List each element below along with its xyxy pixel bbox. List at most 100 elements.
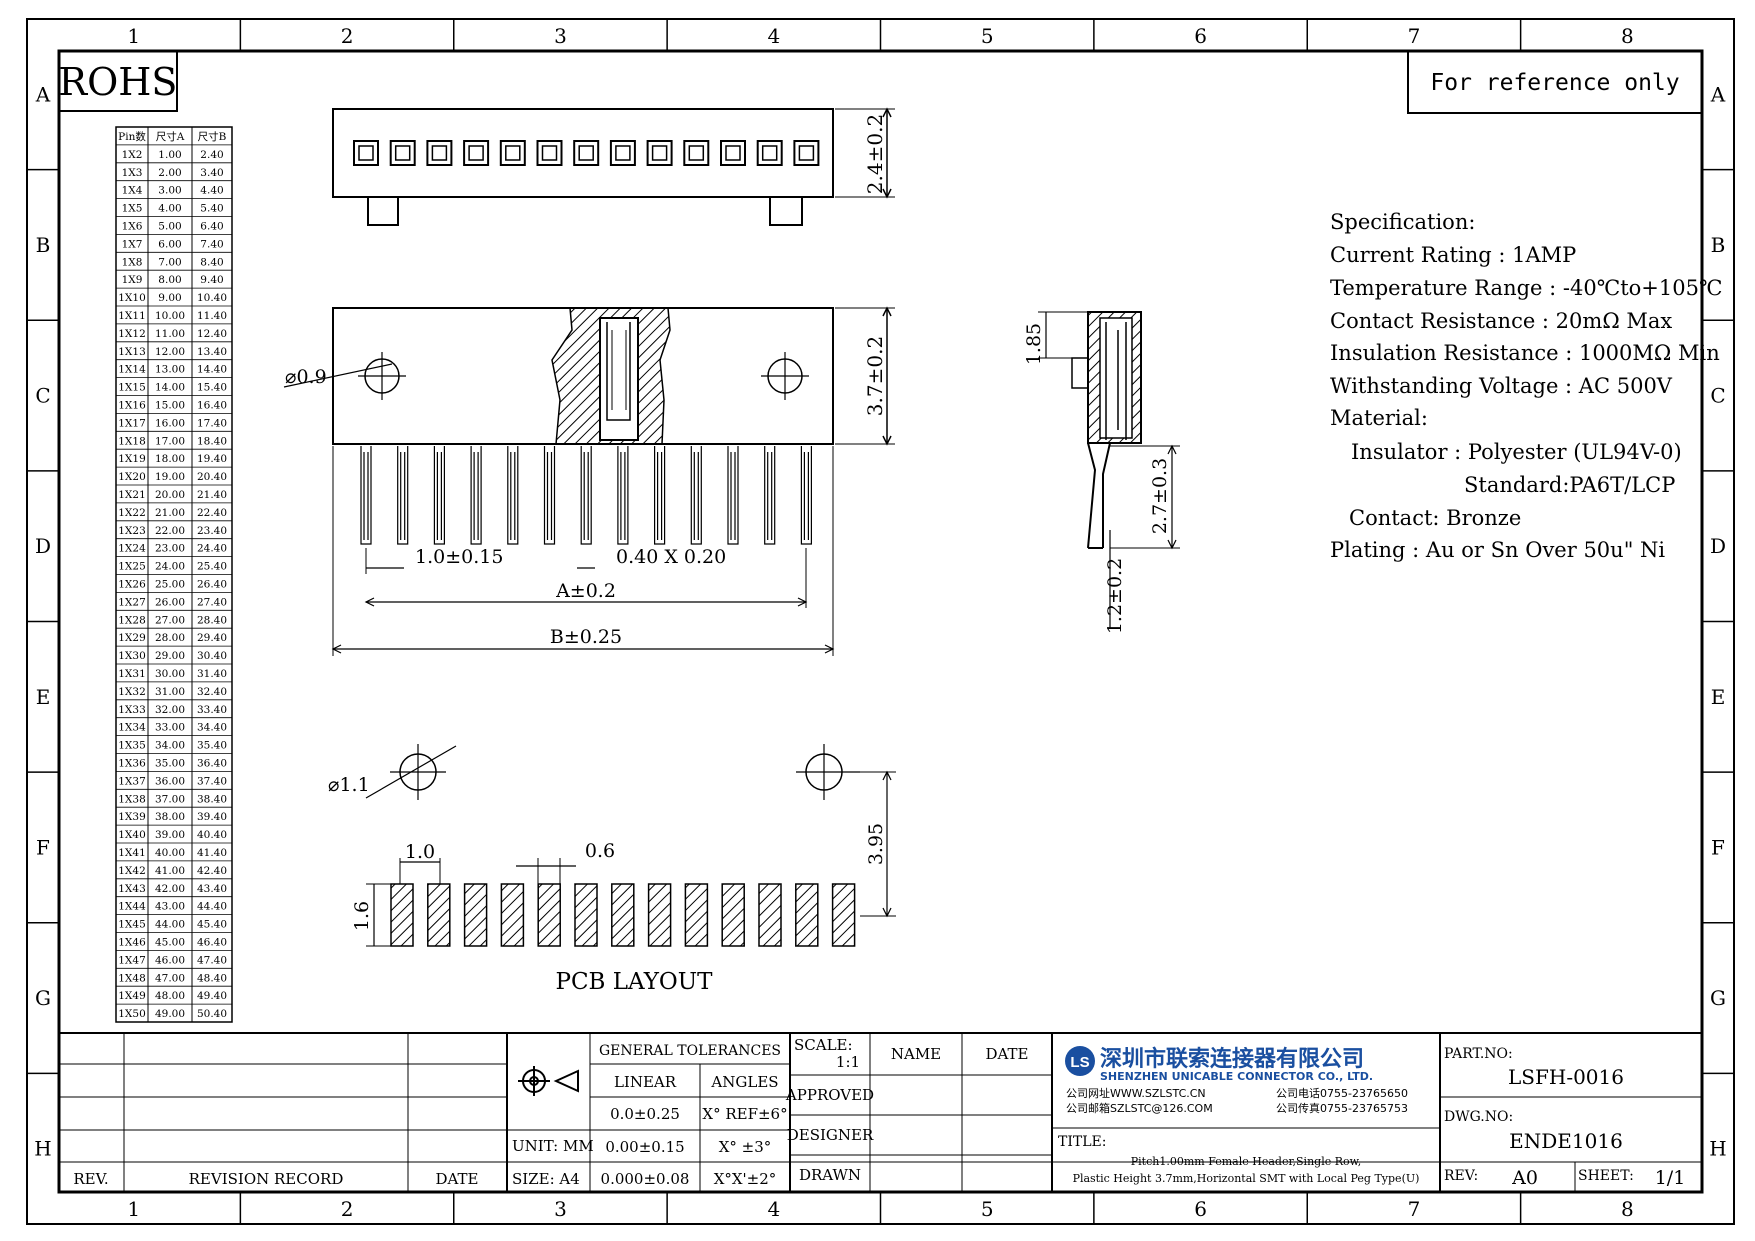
cavity-inner (394, 145, 411, 161)
pcb-layout-label: PCB LAYOUT (555, 969, 713, 995)
pin-table-cell: 1X30 (118, 650, 146, 662)
pin-table-cell: 36.40 (197, 758, 227, 770)
revision-record-label: REVISION RECORD (189, 1170, 344, 1188)
pin-table-cell: 45.40 (197, 919, 227, 931)
pcb-pad (831, 883, 856, 947)
pin-table-cell: 38.40 (197, 793, 227, 805)
row-label: A (35, 82, 51, 106)
cavity-outer (389, 140, 416, 166)
cavity-inner (725, 145, 741, 161)
spec-line: Plating : Au or Sn Over 50u" Ni (1330, 538, 1665, 562)
cavity-outer (536, 140, 563, 166)
pin-table-cell: 14.00 (155, 382, 185, 394)
cavity-outer (573, 140, 600, 166)
pin-table-cell: 22.40 (197, 507, 227, 519)
pin-table-cell: 29.40 (197, 632, 227, 644)
row-label: D (35, 534, 51, 558)
pin-table-cell: 30.00 (155, 668, 185, 680)
pin-table-cell: 4.00 (158, 203, 181, 215)
pin-table-cell: 1X43 (118, 883, 146, 895)
cavity-outer (756, 140, 783, 166)
cavity-outer (426, 140, 453, 166)
pin-table-cell: 1X33 (118, 704, 146, 716)
approved-label: APPROVED (785, 1086, 874, 1104)
pin-table-cell: 35.40 (197, 740, 227, 752)
pin-table-cell: 1X12 (118, 328, 146, 340)
pin-table-cell: 1X25 (118, 561, 146, 573)
pin-table-cell: 1X48 (118, 972, 146, 984)
column-label: 6 (1194, 24, 1207, 48)
pin-table-cell: 1X39 (118, 811, 146, 823)
pin-table-cell: 43.40 (197, 883, 227, 895)
pin-table-cell: 1X34 (118, 722, 146, 734)
pin-table-cell: 1X18 (118, 435, 146, 447)
pin (397, 446, 409, 545)
cavity-outer (499, 140, 526, 166)
pin-table-cell: 1X47 (118, 954, 146, 966)
pin-table-cell: 25.00 (155, 579, 185, 591)
pin-table-cell: 1X26 (118, 579, 146, 591)
row-label: H (1709, 1137, 1726, 1161)
company-logo-icon: LS (1065, 1046, 1095, 1076)
pcb-pad (427, 883, 451, 947)
dwg-no-label: DWG.NO: (1444, 1109, 1513, 1125)
pin-table-cell: 34.40 (197, 722, 227, 734)
column-label: 8 (1621, 1197, 1634, 1221)
pin-table-cell: 17.00 (155, 435, 185, 447)
scale-label: SCALE: (794, 1036, 853, 1054)
spec-line: Contact: Bronze (1349, 506, 1521, 530)
pin-table-cell: 26.00 (155, 596, 185, 608)
pin-table-cell: 1X15 (118, 382, 146, 394)
rev2-label: REV: (1444, 1168, 1478, 1184)
pin-table-cell: 2.00 (158, 167, 181, 179)
pin-table-cell: 49.40 (197, 990, 227, 1002)
cavity-inner (798, 145, 815, 161)
pin-table-cell: 16.40 (197, 400, 227, 412)
spec-line: Withstanding Voltage : AC 500V (1330, 374, 1673, 398)
pcb-pad (647, 883, 672, 947)
pin-table-cell: 1X44 (118, 901, 146, 913)
title-label: TITLE: (1058, 1134, 1106, 1150)
pin-table-cell: 1X19 (118, 453, 146, 465)
pin-table-cell: 24.00 (155, 561, 185, 573)
title-line-1: Pitch1.00mm Female Header,Single Row, (1131, 1155, 1361, 1168)
front-view: ⌀0.9 3.7±0.2 1.0±0.15 0.40 X 0.20 A±0.2 … (283, 306, 895, 656)
pin-table-cell: 19.00 (155, 471, 185, 483)
cavity-inner (761, 145, 778, 161)
pin-table-cell: 1X20 (118, 471, 146, 483)
pin (690, 446, 702, 545)
company-name-en: SHENZHEN UNICABLE CONNECTOR CO., LTD. (1100, 1070, 1373, 1083)
svg-text:LS: LS (1070, 1054, 1089, 1071)
designer-label: DESIGNER (787, 1126, 874, 1144)
row-label: A (1710, 82, 1726, 106)
pin-table-cell: 41.40 (197, 847, 227, 859)
cavity-outer (463, 140, 490, 166)
pin-table-cell: 33.40 (197, 704, 227, 716)
spec-line: Standard:PA6T/LCP (1464, 473, 1675, 497)
reference-note: For reference only (1430, 70, 1679, 96)
pcb-pad (758, 883, 782, 947)
sheet-value: 1/1 (1655, 1167, 1686, 1189)
pin-table-cell: Pin数 (118, 130, 146, 143)
column-label: 4 (767, 1197, 780, 1221)
top-view: 2.4±0.2 (332, 107, 895, 226)
column-label: 8 (1621, 24, 1634, 48)
dwg-no-value: ENDE1016 (1509, 1129, 1623, 1153)
cavity-outer (609, 140, 636, 166)
pin-table-cell: 48.40 (197, 972, 227, 984)
row-label: D (1710, 534, 1726, 558)
cavity-inner (688, 145, 705, 161)
dim-side-185: 1.85 (1023, 323, 1045, 365)
pin-table-cell: 20.00 (155, 489, 185, 501)
date-header: DATE (986, 1045, 1029, 1063)
pin-table-cell: 16.00 (155, 417, 185, 429)
pin-table-cell: 31.40 (197, 668, 227, 680)
dim-hole-dia: ⌀0.9 (285, 366, 327, 388)
title-block (59, 1032, 1702, 1192)
pin-table-cell: 1X23 (118, 525, 146, 537)
spec-line: Insulation Resistance : 1000MΩ Min (1330, 341, 1720, 365)
pin-table-cell: 21.40 (197, 489, 227, 501)
pin-table-cell: 1X35 (118, 740, 146, 752)
rev-label: REV. (73, 1170, 108, 1188)
pin-table-cell: 44.40 (197, 901, 227, 913)
